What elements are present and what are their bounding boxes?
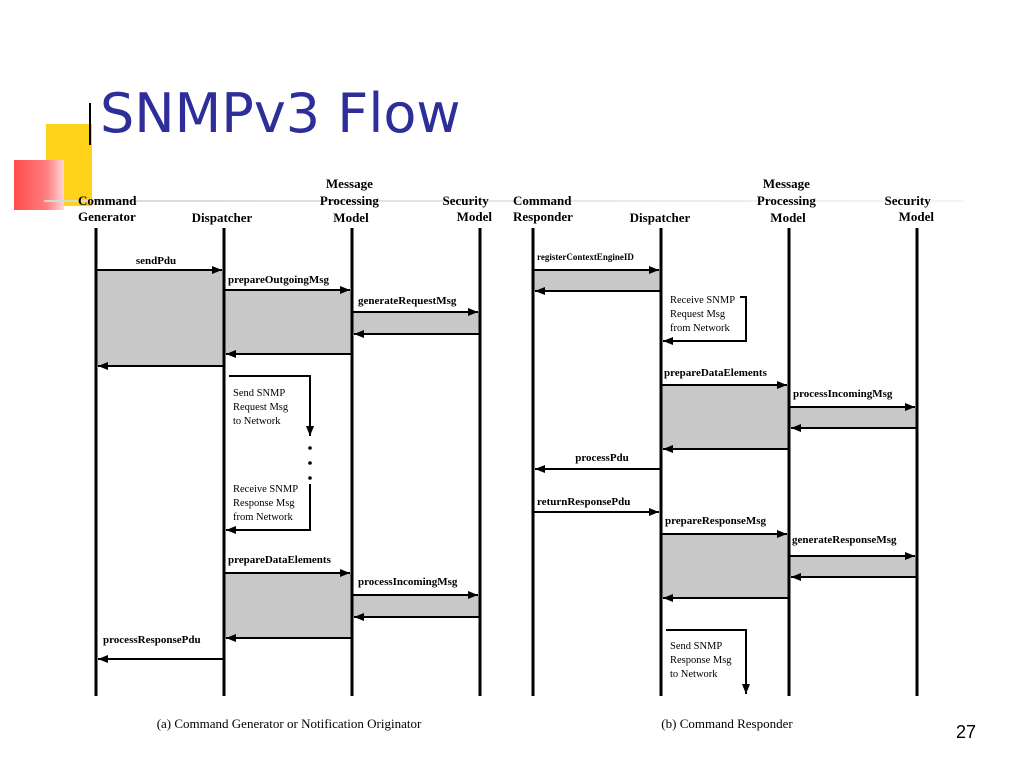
- activity-box: [224, 290, 352, 354]
- label-send-pdu: sendPdu: [136, 255, 176, 267]
- label-process-response-pdu: processResponsePdu: [103, 634, 201, 646]
- bracket-receive-request: [663, 296, 747, 345]
- ellipsis-dot: [308, 461, 312, 465]
- label-prepare-response-msg: prepareResponseMsg: [665, 515, 767, 527]
- bracket-receive-response: [226, 484, 311, 534]
- activity-box: [789, 407, 917, 428]
- slide-number: 27: [956, 722, 977, 742]
- header-mp-model: Message Processing Model: [320, 176, 382, 225]
- header-security-model-b: Security Model: [885, 193, 935, 224]
- label-prepare-data-elements-b: prepareDataElements: [664, 367, 768, 379]
- decor-cursor-bar: [89, 103, 91, 145]
- diagram-a: Command Generator Dispatcher Message Pro…: [78, 176, 492, 731]
- activity-box: [789, 556, 917, 577]
- label-prepare-data-elements-a: prepareDataElements: [228, 554, 332, 566]
- header-command-responder: Command Responder: [513, 193, 575, 224]
- label-generate-request-msg: generateRequestMsg: [358, 295, 457, 307]
- note-send-response: Send SNMP Response Msg to Network: [670, 641, 734, 680]
- label-process-incoming-msg-a: processIncomingMsg: [358, 576, 458, 588]
- header-command-generator: Command Generator: [78, 193, 140, 224]
- ellipsis-dot: [308, 446, 312, 450]
- header-mp-model-b: Message Processing Model: [757, 176, 819, 225]
- label-process-incoming-msg-b: processIncomingMsg: [793, 388, 893, 400]
- label-generate-response-msg: generateResponseMsg: [792, 534, 897, 546]
- activity-box: [352, 595, 480, 617]
- header-security-model: Security Model: [443, 193, 493, 224]
- note-send-request: Send SNMP Request Msg to Network: [233, 388, 291, 427]
- label-return-response-pdu: returnResponsePdu: [537, 496, 630, 508]
- bracket-send-response: [666, 629, 750, 694]
- activity-box: [533, 270, 661, 291]
- decor-divider-line: [44, 200, 964, 202]
- bracket-send-request: [229, 375, 314, 436]
- activity-box: [661, 385, 789, 449]
- label-register-context-engine-id: registerContextEngineID: [537, 252, 634, 262]
- activity-box: [352, 312, 480, 334]
- activity-box: [661, 534, 789, 598]
- label-prepare-outgoing-msg: prepareOutgoingMsg: [228, 274, 330, 286]
- header-dispatcher: Dispatcher: [192, 210, 253, 225]
- note-receive-response: Receive SNMP Response Msg from Network: [233, 484, 300, 523]
- ellipsis-dot: [308, 476, 312, 480]
- caption-b: (b) Command Responder: [661, 716, 793, 731]
- label-process-pdu: processPdu: [575, 452, 629, 464]
- activity-box: [224, 573, 352, 638]
- caption-a: (a) Command Generator or Notification Or…: [157, 716, 422, 731]
- note-receive-request: Receive SNMP Request Msg from Network: [670, 295, 737, 334]
- header-dispatcher-b: Dispatcher: [630, 210, 691, 225]
- slide-title: SNMPv3 Flow: [100, 82, 461, 145]
- activity-box: [97, 270, 224, 366]
- diagram-b: Command Responder Dispatcher Message Pro…: [513, 176, 934, 731]
